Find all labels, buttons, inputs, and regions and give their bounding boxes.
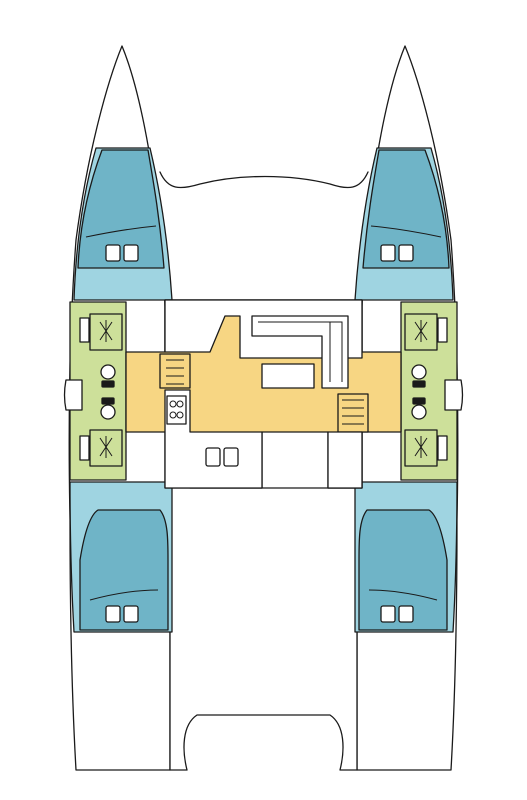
starboard-heads-fwd-washbasin [437, 317, 448, 343]
port-heads-aft-washbasin [79, 435, 90, 461]
port-aft-pillow-2 [123, 605, 139, 623]
port-toilet-fwd-tank [101, 380, 115, 388]
stove-burner-3 [169, 411, 177, 419]
starboard-steps-lines [342, 399, 364, 425]
port-toilet-aft-tank [101, 397, 115, 405]
saloon-sofa [251, 315, 349, 389]
port-heads-fwd-drain-icon [99, 320, 113, 342]
bridgedeck-front-edge [159, 171, 369, 189]
port-forward-bed [77, 149, 165, 269]
port-forward-pillow-2 [123, 244, 139, 262]
starboard-aft-bed-pillow-line [368, 589, 438, 601]
stove-burner-2 [176, 400, 184, 408]
port-heads-fwd-washbasin [79, 317, 90, 343]
galley-sink-1 [205, 447, 221, 467]
starboard-forward-bed-pillow-line [370, 225, 442, 238]
starboard-heads-fwd-drain-icon [414, 320, 428, 342]
port-companionway-steps [159, 353, 191, 389]
port-steps-lines [166, 359, 184, 385]
stove-burner-1 [169, 400, 177, 408]
starboard-aft-pillow-2 [398, 605, 414, 623]
aft-cockpit [169, 479, 358, 771]
saloon-sofa-inner [258, 321, 343, 382]
starboard-hull-step [444, 379, 464, 411]
saloon-table [261, 363, 315, 389]
starboard-toilet-aft-tank [412, 397, 426, 405]
starboard-toilet-fwd [411, 364, 427, 380]
starboard-aft-bed [358, 509, 448, 631]
starboard-companionway-steps [337, 393, 369, 433]
starboard-forward-pillow-2 [398, 244, 414, 262]
port-forward-pillow-1 [105, 244, 121, 262]
starboard-toilet-aft [411, 404, 427, 420]
starboard-heads-aft-drain-icon [414, 436, 428, 458]
port-aft-pillow-1 [105, 605, 121, 623]
port-aft-bed-pillow-line [89, 589, 159, 601]
chart-table [327, 431, 363, 489]
starboard-heads-aft-washbasin [437, 435, 448, 461]
port-aft-bed [79, 509, 169, 631]
port-heads-aft-drain-icon [99, 436, 113, 458]
galley-stove [166, 395, 187, 425]
starboard-forward-bed [362, 149, 450, 269]
starboard-toilet-fwd-tank [412, 380, 426, 388]
port-toilet-fwd [100, 364, 116, 380]
port-hull-step [63, 379, 83, 411]
port-toilet-aft [100, 404, 116, 420]
port-forward-bed-pillow-line [85, 225, 157, 238]
stove-burner-4 [176, 411, 184, 419]
galley-sink-2 [223, 447, 239, 467]
starboard-forward-pillow-1 [380, 244, 396, 262]
starboard-aft-pillow-1 [380, 605, 396, 623]
